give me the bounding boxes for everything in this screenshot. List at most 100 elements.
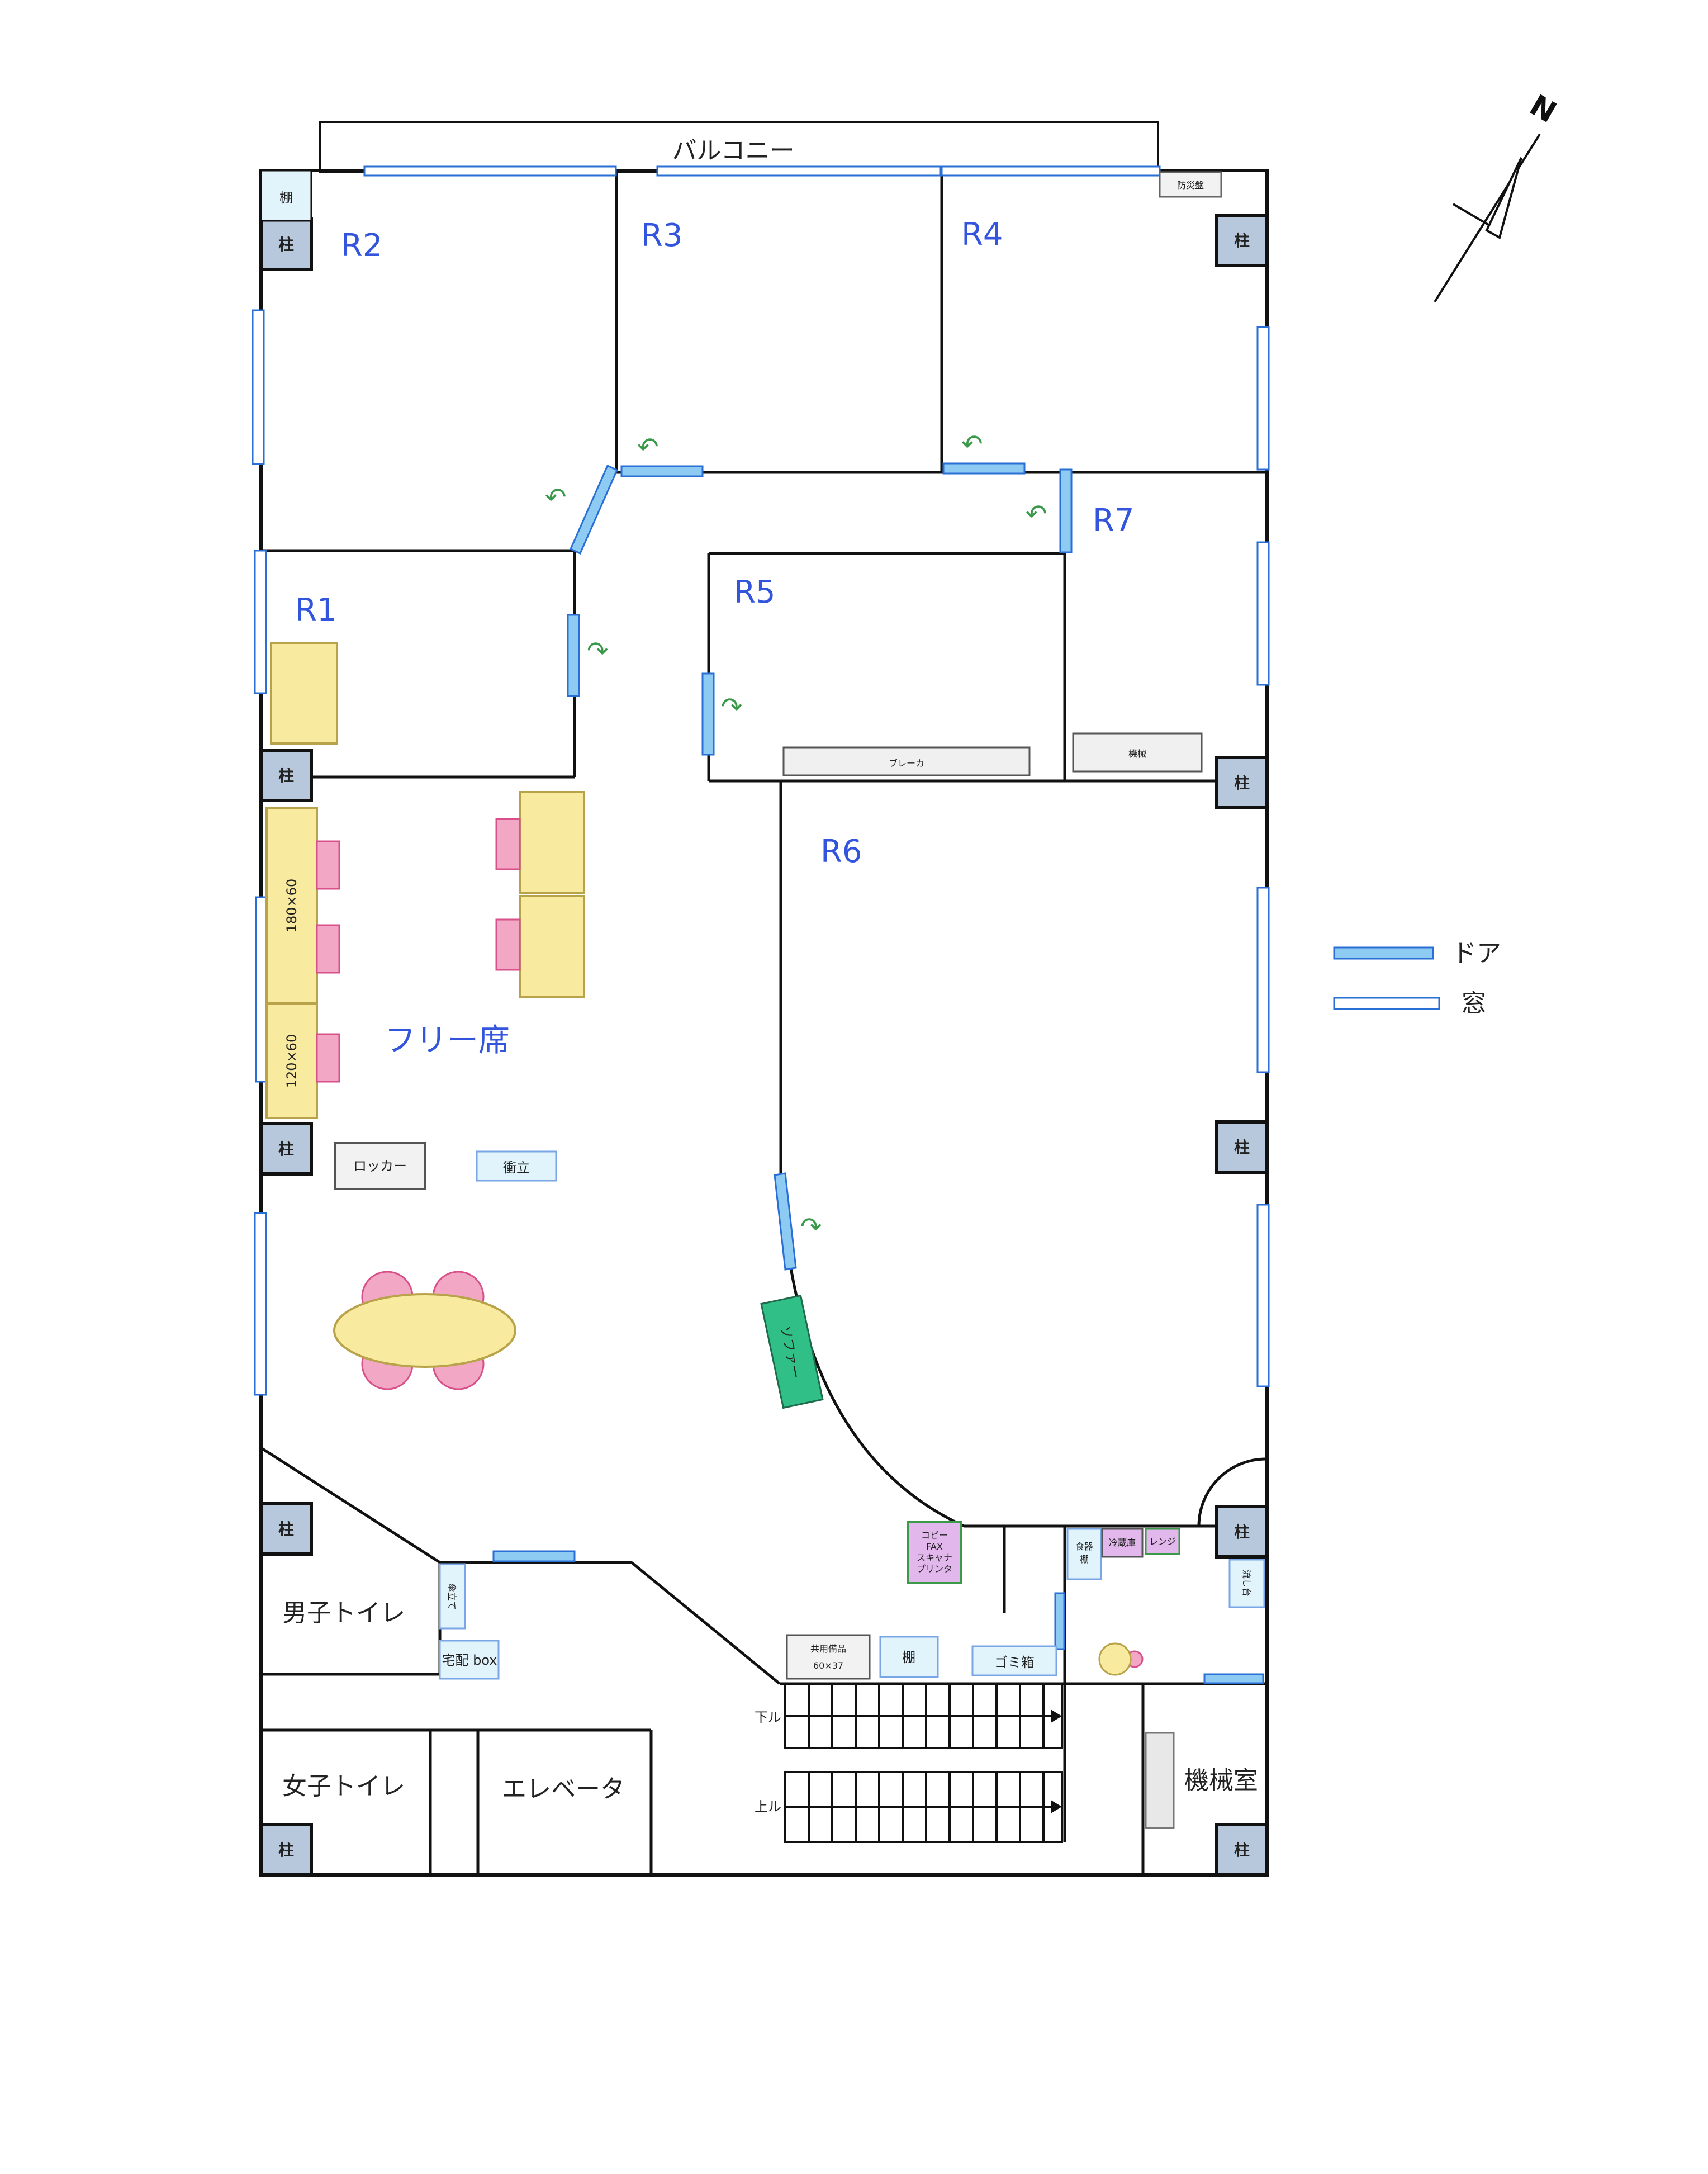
pillar-label: 柱: [278, 766, 294, 785]
umbrella-stand-label: 傘立て: [447, 1583, 457, 1610]
copier-label-line: スキャナ: [917, 1552, 952, 1563]
window: [656, 165, 941, 177]
door-arrow-icon: ↶: [545, 482, 567, 512]
door-arrow-icon: ↷: [721, 691, 743, 722]
door: [1054, 1592, 1065, 1650]
pillar-label: 柱: [278, 1841, 294, 1859]
pillar-label: 柱: [1234, 1138, 1250, 1157]
copier-label-line: コピー: [921, 1530, 948, 1541]
pillar-label: 柱: [1234, 1841, 1250, 1859]
door: [620, 465, 704, 477]
legend: ドア 窓: [1333, 939, 1501, 1018]
shelf-label: 棚: [902, 1650, 915, 1665]
pillar-label: 柱: [1234, 231, 1250, 250]
fire-panel-box: [1159, 171, 1222, 198]
stairs-down-label: 下ル: [755, 1709, 781, 1725]
door: [1059, 468, 1073, 553]
door-arrow-icon: ↶: [637, 432, 659, 462]
chair: [495, 918, 521, 971]
cupboard-box: [1066, 1528, 1102, 1580]
pillar: 柱: [1215, 1505, 1269, 1559]
window: [1256, 541, 1270, 686]
breaker-box: [782, 746, 1031, 776]
room-label-r4: R4: [961, 216, 1003, 253]
pillar: 柱: [259, 1823, 313, 1877]
stairs-arrow-icon: [1051, 1709, 1062, 1723]
shared-supplies-box: [786, 1634, 871, 1680]
windows: [252, 165, 1270, 1396]
microwave-label: レンジ: [1149, 1536, 1176, 1547]
shelf-box: [260, 169, 312, 222]
breaker-label: ブレーカ: [889, 758, 924, 769]
door-arrow-icon: ↷: [587, 636, 609, 666]
copier-box: [907, 1521, 962, 1584]
pillar-label: 柱: [1234, 1523, 1250, 1541]
copier-label-line: プリンタ: [917, 1564, 952, 1574]
compass-n-label: N: [1524, 88, 1562, 130]
fridge-box: [1101, 1528, 1144, 1558]
door: [567, 614, 580, 697]
legend-window-swatch: [1333, 997, 1440, 1010]
pillar: 柱: [1215, 1120, 1269, 1174]
legend-door-swatch: [1333, 946, 1434, 960]
pillar-label: 柱: [278, 1140, 294, 1158]
door: [1203, 1673, 1264, 1684]
wall-r6-door-swing: [1197, 1457, 1268, 1527]
pillar: 柱: [1215, 214, 1269, 267]
door-arrows: ↶ ↶ ↶ ↶ ↷ ↷ ↷: [545, 429, 1047, 1242]
legend-window-label: 窓: [1462, 989, 1486, 1018]
room-label-r3: R3: [641, 217, 683, 254]
balcony-label: バルコニー: [672, 136, 794, 165]
window: [254, 550, 267, 694]
door: [492, 1550, 576, 1562]
umbrella-stand-box: [439, 1563, 466, 1630]
trash-label: ゴミ箱: [994, 1655, 1035, 1670]
wall-stairs-diagonal: [630, 1561, 781, 1685]
machine-room-unit: [1145, 1732, 1175, 1829]
stairs-up-label: 上ル: [755, 1799, 781, 1815]
room-label-r5: R5: [734, 574, 776, 610]
stairs-arrow-icon: [1051, 1800, 1062, 1813]
stairs: [784, 1683, 1063, 1843]
free-seats-label: フリー席: [385, 1022, 510, 1059]
room-label-r2: R2: [341, 228, 383, 264]
desk: [519, 895, 585, 998]
window: [1256, 887, 1270, 1073]
desk-180x60-label: 180×60: [284, 879, 300, 932]
compass-icon: [1434, 133, 1541, 303]
doors: [492, 462, 1264, 1684]
pillar: 柱: [259, 1502, 313, 1556]
shelf-box: [879, 1636, 939, 1678]
window: [254, 1212, 267, 1396]
window: [252, 309, 265, 465]
legend-door-label: ドア: [1452, 939, 1501, 968]
chair: [316, 840, 340, 890]
pillar: 柱: [1215, 1823, 1269, 1877]
delivery-box-label: 宅配 box: [442, 1652, 497, 1668]
meeting-table: [333, 1293, 516, 1368]
door-arrow-icon: ↷: [800, 1211, 822, 1242]
cupboard-label-line: 食器: [1075, 1541, 1093, 1552]
machine-label: 機械: [1128, 749, 1146, 759]
door-arrow-icon: ↶: [961, 429, 983, 459]
shared-supplies-size: 60×37: [813, 1660, 843, 1671]
door-arrow-icon: ↶: [1026, 499, 1047, 529]
delivery-box: [439, 1640, 500, 1680]
door: [942, 462, 1026, 475]
locker-box: [334, 1142, 426, 1190]
machine-box: [1072, 732, 1203, 773]
window: [1256, 326, 1270, 471]
microwave-box: [1145, 1528, 1180, 1555]
elevator-label: エレベータ: [502, 1775, 625, 1803]
cupboard-label-line: 棚: [1080, 1554, 1089, 1565]
pillar: 柱: [259, 217, 313, 271]
room-label-r7: R7: [1093, 503, 1135, 539]
stool: [1098, 1642, 1132, 1676]
pillar-label: 柱: [278, 235, 294, 254]
desk-180x60: [265, 807, 318, 1005]
pillar-label: 柱: [1234, 774, 1250, 792]
chair: [316, 924, 340, 974]
pillar: 柱: [259, 749, 313, 802]
window: [941, 165, 1161, 177]
locker-label: ロッカー: [353, 1158, 407, 1174]
